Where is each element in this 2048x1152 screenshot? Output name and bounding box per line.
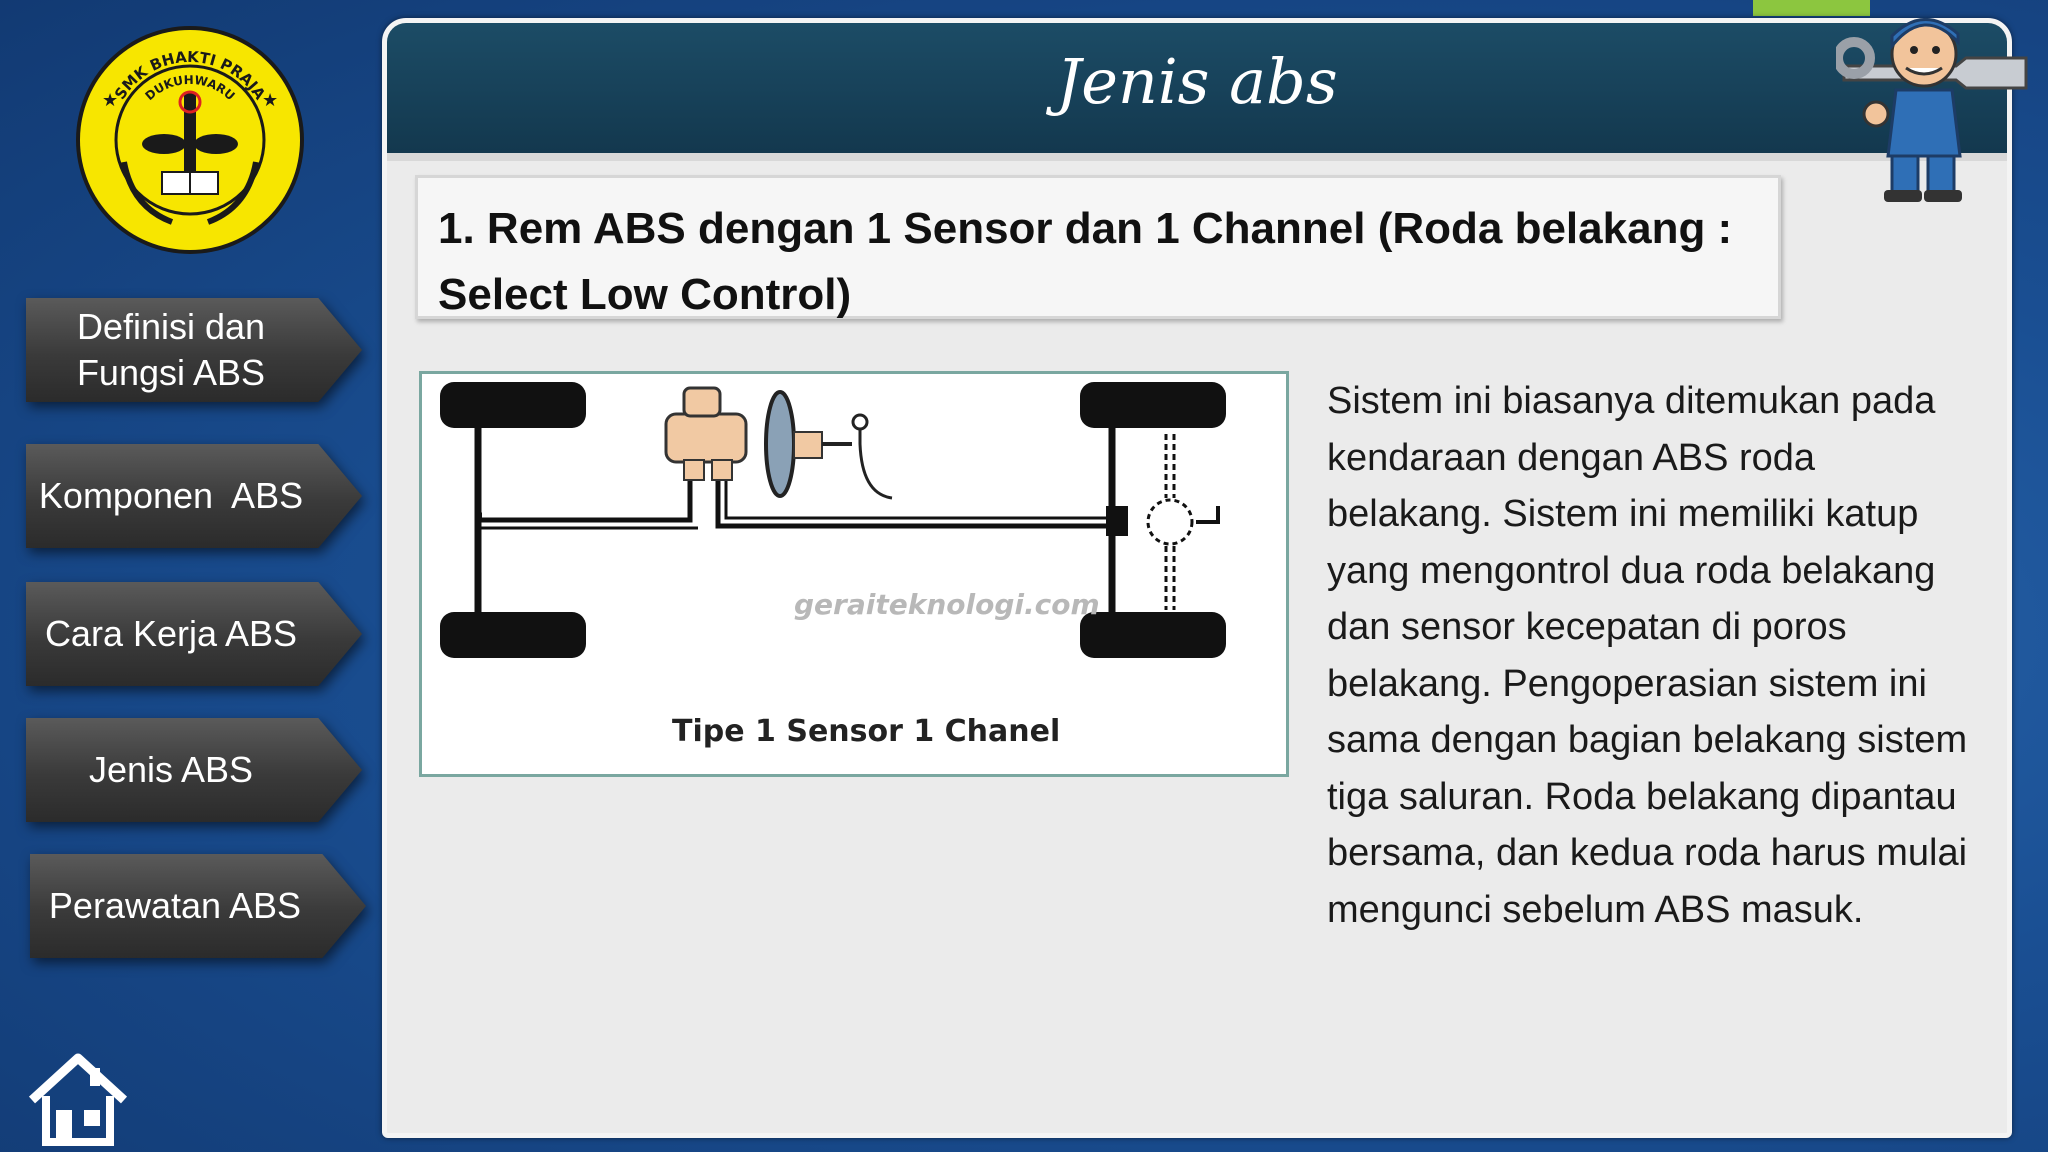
panel-header: Jenis abs — [387, 23, 2007, 161]
content-panel: Jenis abs 1. Rem ABS dengan 1 Sensor dan… — [382, 18, 2012, 1138]
nav-label: Jenis ABS — [88, 749, 254, 790]
mechanic-mascot-icon — [1836, 18, 2028, 202]
nav-komponen[interactable]: Komponen ABS — [26, 444, 362, 548]
abs-diagram: geraiteknologi.com Tipe 1 Sensor 1 Chane… — [419, 371, 1289, 777]
nav-label: Komponen ABS — [38, 475, 304, 516]
figure-watermark: geraiteknologi.com — [794, 588, 1100, 621]
figure-caption: Tipe 1 Sensor 1 Chanel — [672, 714, 1061, 749]
section-heading: 1. Rem ABS dengan 1 Sensor dan 1 Channel… — [415, 175, 1781, 319]
nav-cara-kerja[interactable]: Cara Kerja ABS — [26, 582, 362, 686]
description-text: Sistem ini biasanya ditemukan pada kenda… — [1327, 380, 1968, 931]
nav-jenis[interactable]: Jenis ABS — [26, 718, 362, 822]
home-icon[interactable] — [28, 1052, 128, 1146]
accent-bar — [1753, 0, 1870, 16]
nav-label: Perawatan ABS — [48, 885, 302, 926]
svg-text:★: ★ — [262, 90, 278, 110]
abs-diagram-drawing — [440, 382, 1226, 658]
school-logo: SMK BHAKTI PRAJA DUKUHWARU ★ ★ — [76, 26, 304, 254]
nav-definisi-fungsi[interactable]: Definisi dan Fungsi ABS — [26, 298, 362, 402]
page-title: Jenis abs — [1056, 45, 1338, 118]
nav-perawatan[interactable]: Perawatan ABS — [30, 854, 366, 958]
nav-label: Definisi dan Fungsi ABS — [76, 306, 266, 393]
nav-label: Cara Kerja ABS — [44, 613, 298, 654]
svg-text:★: ★ — [102, 90, 118, 110]
